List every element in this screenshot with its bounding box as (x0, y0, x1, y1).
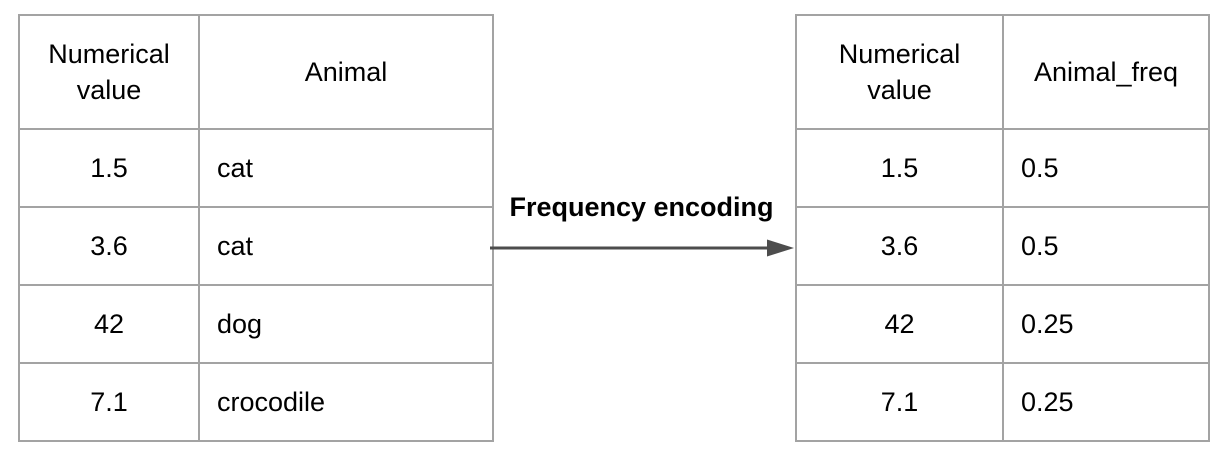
right-header-animal-freq: Animal_freq (1002, 14, 1210, 130)
table-row: 3.6 0.5 (795, 206, 1210, 286)
table-row: 7.1 0.25 (795, 362, 1210, 442)
original-data-table: Numerical value Animal 1.5 cat 3.6 cat 4… (18, 14, 494, 442)
table-cell: 1.5 (795, 128, 1004, 208)
table-row: 42 dog (18, 284, 494, 364)
encoded-data-table: Numerical value Animal_freq 1.5 0.5 3.6 … (795, 14, 1210, 442)
table-cell: 7.1 (795, 362, 1004, 442)
table-cell: cat (198, 206, 494, 286)
table-cell: 3.6 (795, 206, 1004, 286)
right-arrow-icon (490, 239, 794, 257)
frequency-encoding-label: Frequency encoding (509, 192, 774, 222)
table-cell: 0.5 (1002, 206, 1210, 286)
table-cell: 42 (795, 284, 1004, 364)
table-cell: 3.6 (18, 206, 200, 286)
table-cell: 42 (18, 284, 200, 364)
table-row: 3.6 cat (18, 206, 494, 286)
table-row: 7.1 crocodile (18, 362, 494, 442)
table-cell: 0.5 (1002, 128, 1210, 208)
table-row: 1.5 cat (18, 128, 494, 208)
table-cell: dog (198, 284, 494, 364)
table-cell: 0.25 (1002, 362, 1210, 442)
table-header-row: Numerical value Animal (18, 14, 494, 130)
table-cell: 0.25 (1002, 284, 1210, 364)
table-header-row: Numerical value Animal_freq (795, 14, 1210, 130)
right-header-numerical-value: Numerical value (795, 14, 1004, 130)
table-cell: 7.1 (18, 362, 200, 442)
table-cell: 1.5 (18, 128, 200, 208)
left-header-animal: Animal (198, 14, 494, 130)
table-row: 1.5 0.5 (795, 128, 1210, 208)
left-header-numerical-value: Numerical value (18, 14, 200, 130)
table-row: 42 0.25 (795, 284, 1210, 364)
table-cell: cat (198, 128, 494, 208)
table-cell: crocodile (198, 362, 494, 442)
